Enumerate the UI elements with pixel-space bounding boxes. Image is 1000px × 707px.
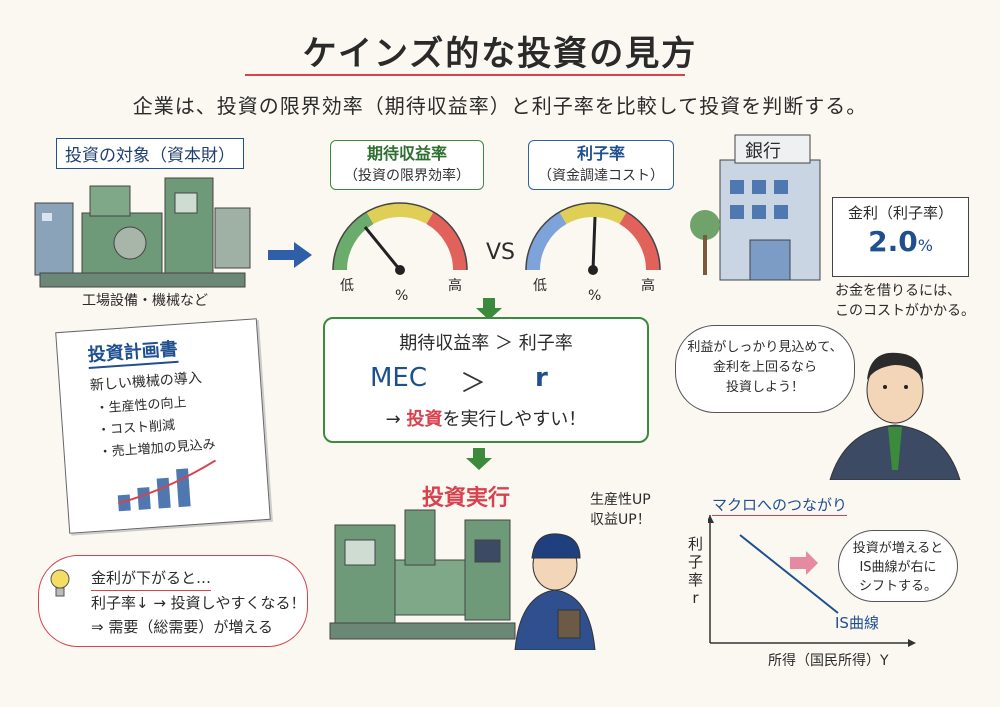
interest-rate-card: 金利（利子率） 2.0% — [832, 197, 969, 277]
plan-title: 投資計画書 — [86, 334, 179, 370]
execute-title: 投資実行 — [422, 486, 511, 511]
macro-title: マクロへのつながり — [712, 496, 848, 516]
thought-line3: 投資しよう！ — [725, 380, 804, 395]
new-machine-illustration — [329, 509, 516, 640]
rate-down-line2: ⇒ 需要（総需要）が増える — [91, 618, 273, 636]
thought-line2: 金利を上回るなら — [712, 360, 817, 375]
rate-gauge-title: 利子率 — [576, 144, 625, 163]
ylabel-char: 率 — [688, 571, 704, 589]
rate-gauge-label: 利子率 （資金調達コスト） — [528, 140, 674, 190]
is-shift-note: 投資が増えると IS曲線が右に シフトする。 — [838, 530, 958, 602]
rate-down-cloud: 金利が下がると… 利子率↓ → 投資しやすくなる！ ⇒ 需要（総需要）が増える — [38, 555, 308, 647]
is-curve-label: IS曲線 — [835, 614, 879, 632]
lightbulb-icon — [50, 569, 70, 597]
result-emphasis: 投資 — [406, 409, 443, 430]
businessman-illustration — [829, 352, 961, 480]
mec-gauge — [332, 202, 468, 275]
rate-gauge — [525, 202, 661, 275]
mec-gauge-label: 期待収益率 （投資の限界効率） — [330, 140, 484, 190]
interest-rate-value: 2.0 — [868, 225, 918, 258]
execute-bubble-line1: 生産性UP — [590, 492, 651, 508]
result-prefix: → — [385, 409, 407, 430]
mec-gauge-unit: % — [395, 288, 409, 304]
rate-gauge-subtitle: （資金調達コスト） — [538, 168, 664, 184]
comparison-result: → 投資を実行しやすい！ — [325, 405, 647, 431]
is-note-line1: 投資が増えると — [852, 541, 944, 556]
factory-machine-illustration — [34, 177, 251, 288]
interest-rate-unit: % — [917, 236, 933, 255]
is-note-line3: シフトする。 — [858, 579, 937, 594]
comparison-formula: MEC ＞ r — [325, 363, 647, 399]
rate-gauge-high: 高 — [641, 278, 655, 294]
is-curve-graph — [708, 515, 916, 647]
ylabel-char: r — [692, 589, 699, 607]
execute-bubble: 生産性UP 収益UP！ — [590, 490, 651, 530]
mec-gauge-low: 低 — [340, 278, 354, 294]
thought-line1: 利益がしっかり見込めて、 — [687, 340, 843, 355]
result-suffix: を実行しやすい！ — [442, 409, 587, 430]
ylabel-char: 子 — [688, 553, 704, 571]
arrow-right-icon — [268, 242, 312, 268]
mec-gauge-title: 期待収益率 — [366, 144, 447, 163]
comparison-line1: 期待収益率 ＞ 利子率 — [399, 333, 573, 354]
bank-note-line2: このコストがかかる。 — [835, 303, 975, 319]
growth-bar-chart-icon — [117, 459, 217, 512]
r-symbol: r — [535, 363, 548, 393]
macro-ylabel: 利 子 率 r — [688, 535, 703, 607]
worker-illustration — [514, 533, 596, 650]
rate-down-line1: 利子率↓ → 投資しやすくなる！ — [91, 594, 306, 612]
bank-note-line1: お金を借りるには、 — [835, 283, 961, 299]
capital-label: 投資の対象（資本財） — [56, 138, 244, 169]
title-underline — [245, 74, 685, 76]
is-note-line2: IS曲線が右に — [859, 560, 937, 575]
execute-bubble-line2: 収益UP！ — [590, 512, 651, 528]
investment-plan-notebook: 投資計画書 新しい機械の導入 ・生産性の向上 ・コスト削減 ・売上増加の見込み — [55, 318, 271, 534]
bank-sign: 銀行 — [745, 141, 781, 162]
greater-than-symbol: ＞ — [460, 369, 487, 399]
rate-gauge-low: 低 — [533, 278, 547, 294]
macro-xlabel: 所得（国民所得）Y — [768, 653, 889, 669]
mec-symbol: MEC — [370, 363, 428, 393]
page-subtitle: 企業は、投資の限界効率（期待収益率）と利子率を比較して投資を判断する。 — [132, 94, 868, 118]
mec-gauge-high: 高 — [448, 278, 462, 294]
bank-note: お金を借りるには、 このコストがかかる。 — [835, 280, 975, 320]
interest-rate-label: 金利（利子率） — [847, 204, 953, 222]
arrow-down-icon — [476, 298, 502, 320]
vs-label: VS — [486, 240, 516, 265]
rate-down-title: 金利が下がると… — [91, 566, 212, 591]
arrow-down-icon — [466, 448, 492, 470]
mec-gauge-subtitle: （投資の限界効率） — [344, 168, 470, 184]
comparison-box: 期待収益率 ＞ 利子率 MEC ＞ r → 投資を実行しやすい！ — [323, 317, 649, 443]
interest-rate-display: 2.0% — [833, 225, 968, 258]
plan-items: ・生産性の向上 ・コスト削減 ・売上増加の見込み — [95, 387, 265, 464]
rate-gauge-unit: % — [588, 288, 602, 304]
thought-bubble: 利益がしっかり見込めて、 金利を上回るなら 投資しよう！ — [675, 325, 855, 413]
bank-building-illustration — [690, 134, 821, 281]
capital-caption: 工場設備・機械など — [82, 293, 208, 309]
ylabel-char: 利 — [688, 535, 704, 553]
page-title: ケインズ的な投資の見方 — [302, 34, 698, 74]
